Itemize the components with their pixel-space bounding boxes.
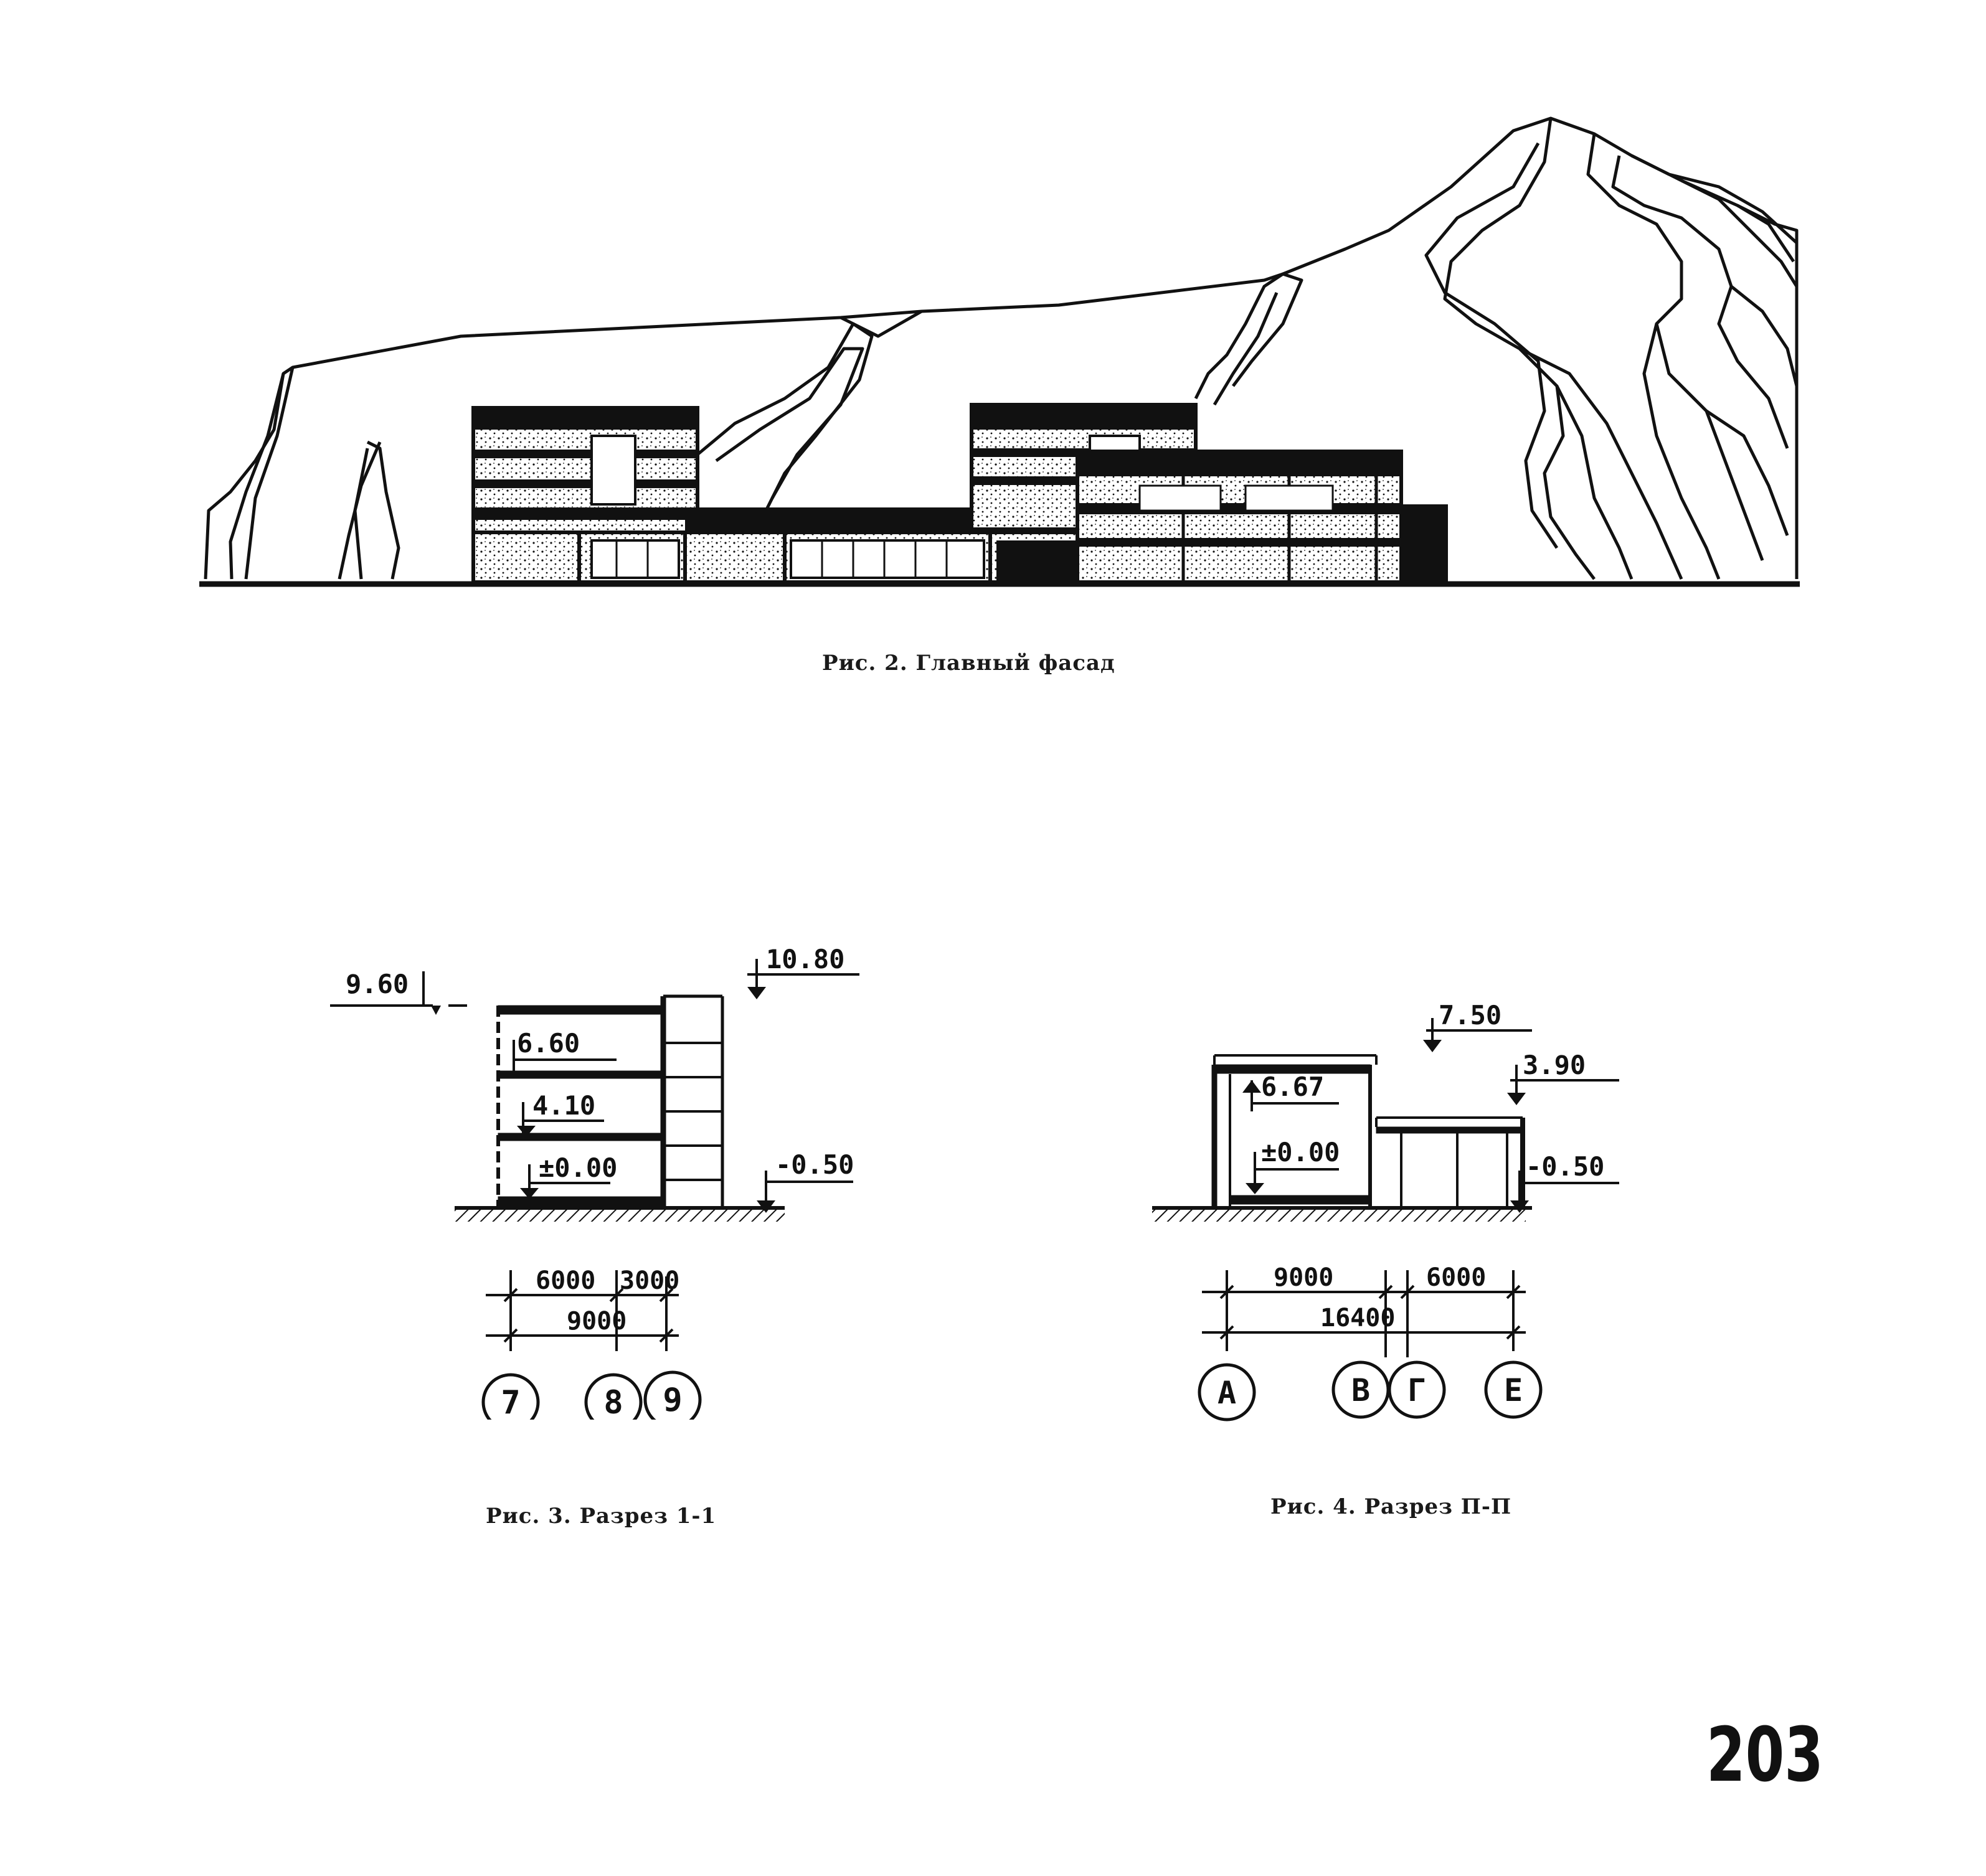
axis-g: Г [1407,1372,1426,1408]
axis-8: 8 [603,1384,623,1420]
level-minus-0-50: -0.50 [775,1149,854,1180]
axis-e: Е [1504,1372,1523,1408]
section-1-1-drawing: 9.60 10.80 6.60 4.10 ±0.00 -0.50 6000 30… [330,944,859,1420]
level-9-60: 9.60 [346,969,409,999]
axis-7: 7 [501,1384,520,1420]
level-10-80: 10.80 [766,944,844,974]
figure-2-caption: Рис. 2. Главный фасад [822,651,1115,676]
axis-a: А [1218,1375,1236,1411]
level-0-00: ±0.00 [539,1152,617,1183]
level-7-50: 7.50 [1439,1000,1501,1030]
dim-6000: 6000 [536,1266,595,1295]
level-4-10: 4.10 [532,1090,595,1121]
dim-9000-b: 9000 [1274,1263,1333,1292]
building-facade [471,403,1448,584]
level-6-67: 6.67 [1261,1072,1324,1102]
axis-v: В [1351,1372,1370,1408]
mountain-outline [204,116,1799,580]
dim-16400: 16400 [1320,1304,1395,1332]
dim-3000: 3000 [620,1266,679,1295]
dim-6000-b: 6000 [1426,1263,1486,1292]
figure-3-caption: Рис. 3. Разрез 1-1 [486,1504,717,1529]
figure-4-caption: Рис. 4. Разрез П-П [1270,1494,1512,1519]
page-number: 203 [1706,1712,1823,1799]
section-p-p-drawing: 7.50 3.90 6.67 ±0.00 -0.50 9000 6000 164… [1152,1000,1619,1421]
main-facade-drawing [199,116,1800,587]
level-minus-0-50-b: -0.50 [1526,1151,1604,1182]
axis-9: 9 [663,1382,682,1419]
level-3-90: 3.90 [1523,1050,1586,1080]
level-6-60: 6.60 [517,1028,580,1058]
level-0-00-b: ±0.00 [1261,1137,1340,1167]
dim-9000: 9000 [567,1307,627,1336]
